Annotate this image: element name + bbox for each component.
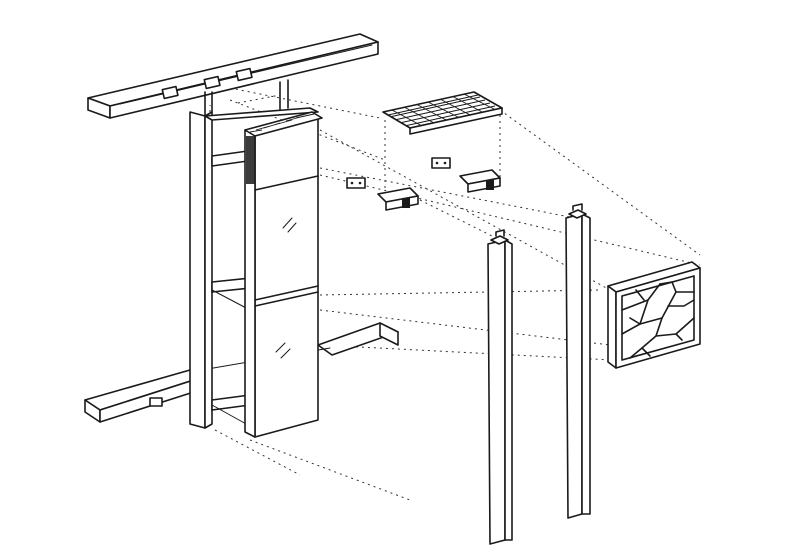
pocket-door-frame <box>189 79 319 429</box>
center-post <box>487 229 513 545</box>
roller-plate-right <box>431 157 451 169</box>
track-hardware <box>346 157 501 211</box>
rail-clip <box>161 67 253 100</box>
bottom-floor-beam <box>84 322 399 423</box>
lattice-window-panel <box>607 261 701 369</box>
floor-clip <box>149 397 163 407</box>
roller-bracket-right <box>459 169 501 193</box>
right-post <box>565 203 591 519</box>
top-rail-beam <box>87 33 379 119</box>
lattice-pattern <box>621 281 695 359</box>
roller-bracket-left <box>377 187 419 211</box>
glass-door-panel <box>244 111 323 438</box>
door-top-hatch <box>246 113 315 184</box>
roller-plate-left <box>346 177 366 189</box>
top-grille-panel <box>382 91 503 135</box>
